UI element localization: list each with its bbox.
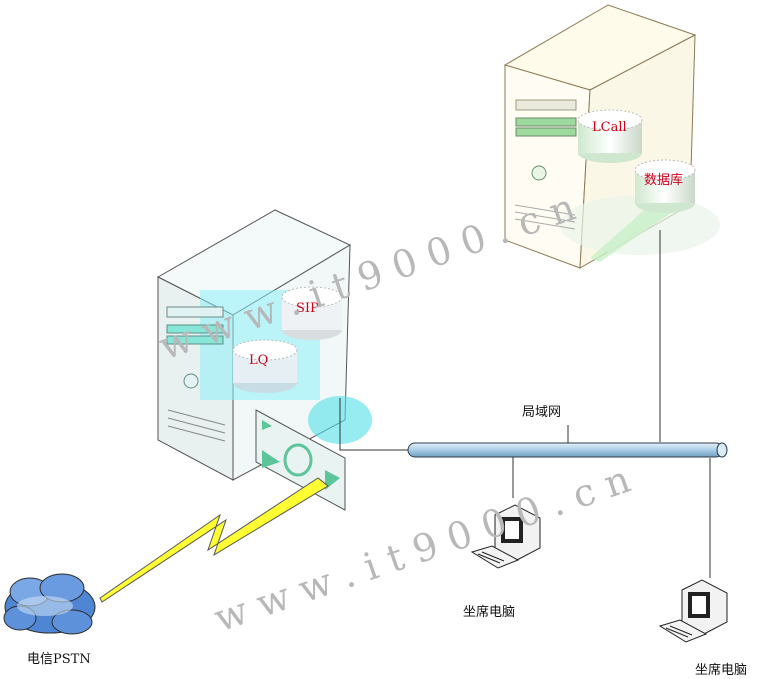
database-label: 数据库 bbox=[644, 172, 683, 188]
lan-bar bbox=[407, 442, 728, 458]
lcall-label: LCall bbox=[592, 120, 627, 135]
pstn-label: 电信PSTN bbox=[27, 652, 91, 667]
lcall-cylinder bbox=[577, 109, 643, 163]
lq-label: LQ bbox=[249, 353, 268, 368]
agent-pc-2-label: 坐席电脑 bbox=[695, 662, 747, 678]
lan-label: 局域网 bbox=[522, 405, 561, 420]
pstn-cloud-icon bbox=[3, 573, 96, 635]
lightning-icon bbox=[99, 477, 329, 603]
database-cylinder bbox=[634, 159, 696, 213]
lq-cylinder bbox=[232, 339, 298, 393]
watermark-bottom: w w w . i t 9 0 0 0 . c n bbox=[209, 457, 636, 641]
agent-pc-1 bbox=[470, 504, 541, 569]
sip-cylinder bbox=[281, 286, 343, 340]
agent-pc-1-label: 坐席电脑 bbox=[463, 604, 515, 620]
gateway-link bbox=[339, 398, 408, 451]
agent-pc-2 bbox=[658, 579, 728, 643]
sip-label: SIP bbox=[296, 301, 319, 316]
